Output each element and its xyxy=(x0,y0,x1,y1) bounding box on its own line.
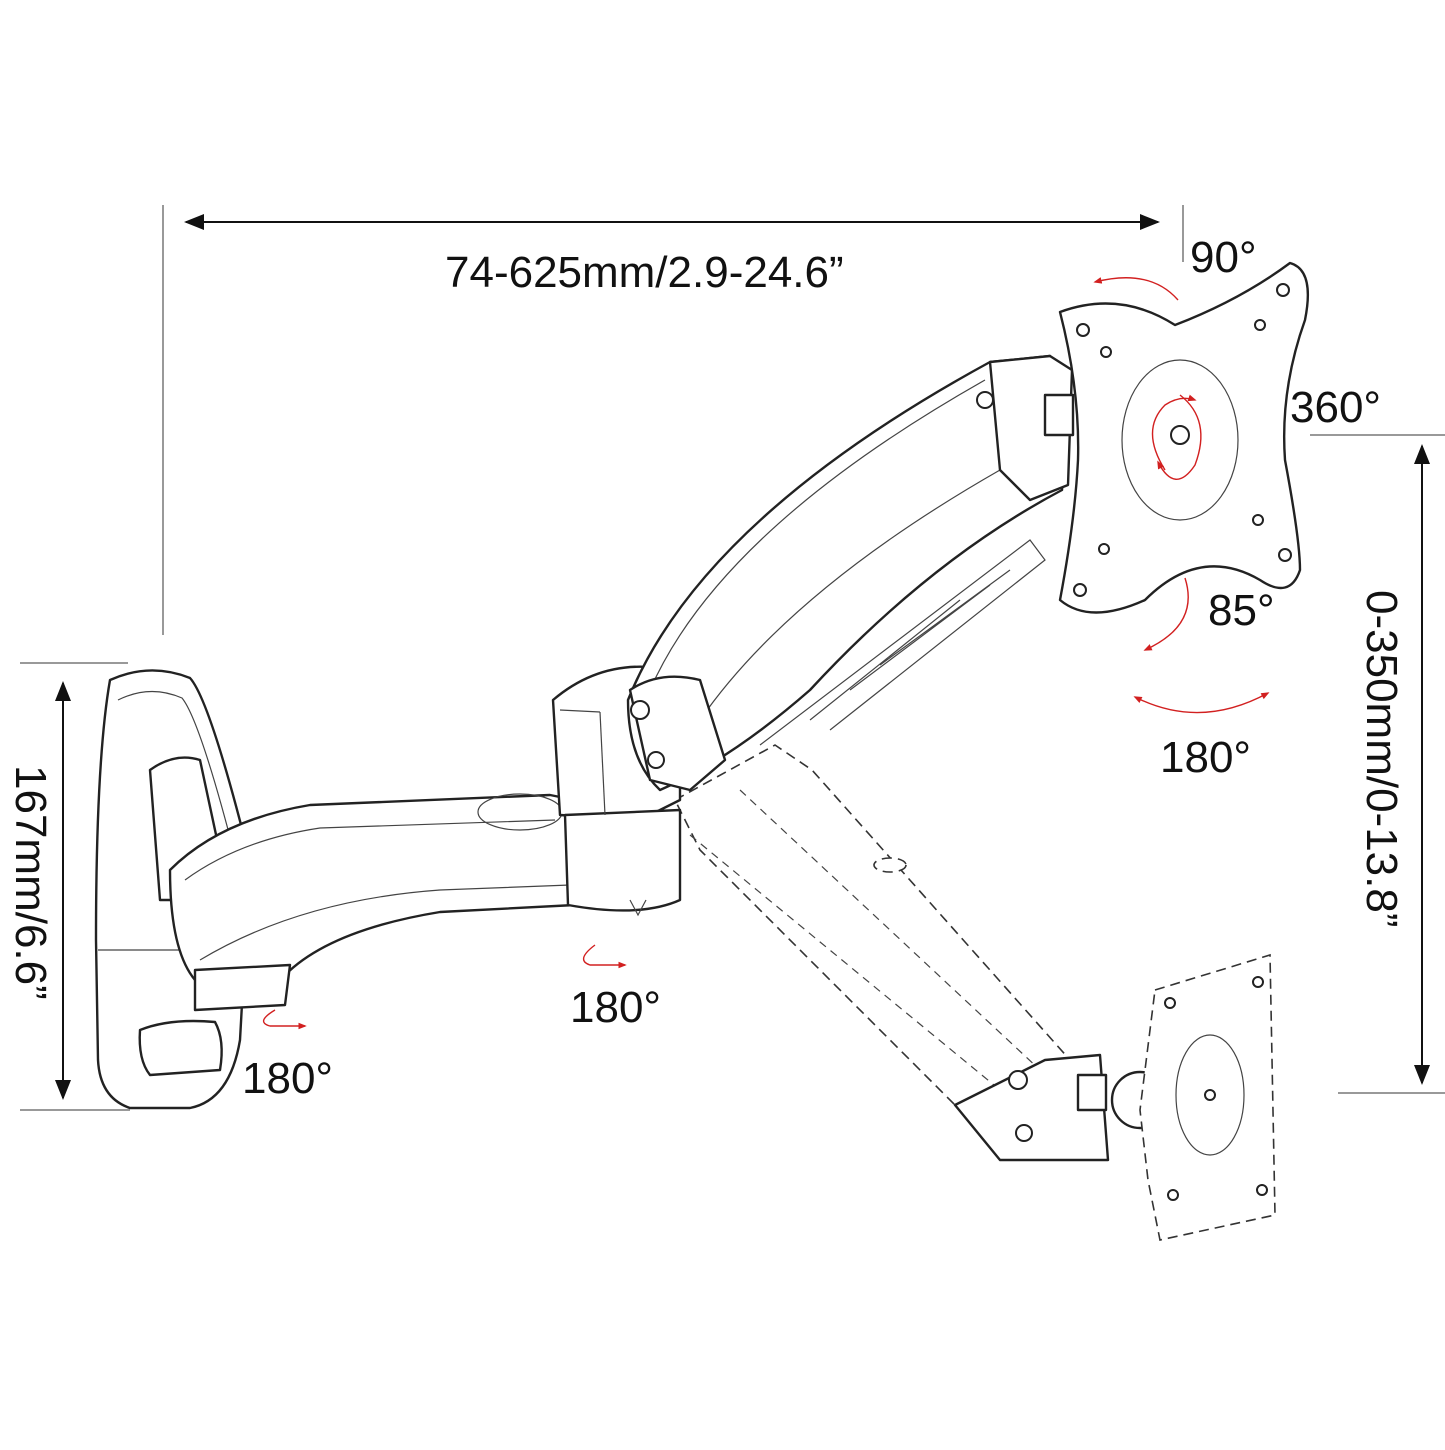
elbow-cap-edge xyxy=(559,709,601,713)
wall-plate-handle xyxy=(138,1019,223,1077)
tilt-down-label: 85° xyxy=(1208,586,1275,635)
upper-tilt-knob xyxy=(1043,393,1075,437)
height-adjust-label: 0-350mm/0-13.8” xyxy=(1357,590,1406,927)
upper-arm-spring xyxy=(759,539,1046,746)
vesa-rotation-disc xyxy=(1121,359,1239,521)
lower-joint-screw-2 xyxy=(1015,1124,1033,1142)
elbow-column xyxy=(563,808,682,912)
wall-arm-hinge xyxy=(193,963,292,1012)
rotation-indicators xyxy=(262,277,1270,1030)
lower-tilt-knob xyxy=(1076,1073,1108,1112)
lower-gas-arm xyxy=(673,744,1071,1111)
elbow-swivel-arrow xyxy=(582,944,627,969)
rotation-label: 360° xyxy=(1290,383,1381,432)
lower-arm-position xyxy=(673,744,1276,1241)
tilt-down-arrow xyxy=(1143,577,1189,651)
lower-joint-screw-1 xyxy=(1008,1070,1028,1090)
tilt-up-arrow xyxy=(1093,277,1179,301)
lower-vesa-hole-4 xyxy=(1256,1184,1268,1196)
vesa-hole-2 xyxy=(1100,346,1112,358)
wall-swivel-arrow xyxy=(262,1009,307,1030)
lower-arm-edge xyxy=(689,834,1001,1091)
vesa-hole-8 xyxy=(1278,548,1292,562)
upper-arm-edge-1 xyxy=(649,379,986,691)
height-adjust-dimension xyxy=(1310,434,1445,1094)
wall-arm xyxy=(168,793,577,1012)
reach-label: 74-625mm/2.9-24.6” xyxy=(445,248,844,297)
lower-vesa-hole-3 xyxy=(1167,1189,1179,1201)
upper-joint-screw xyxy=(976,391,994,409)
lower-arm-edge-2 xyxy=(739,789,1041,1071)
upper-arm-edge-2 xyxy=(699,469,1001,721)
lower-vesa-hole-1 xyxy=(1164,997,1176,1009)
lower-vesa-disc xyxy=(1175,1034,1245,1156)
upper-arm xyxy=(626,354,1075,792)
wall-arm-body xyxy=(168,793,577,982)
upper-arm-spring-ribs xyxy=(809,569,1011,721)
head-swivel-arrow xyxy=(1133,692,1270,714)
lower-vesa-center xyxy=(1204,1089,1216,1101)
vesa-hole-7 xyxy=(1252,514,1264,526)
wall-swivel-label: 180° xyxy=(242,1054,333,1103)
elbow-cap-edge-2 xyxy=(599,711,606,816)
wall-arm-edge-top xyxy=(184,819,556,881)
wall-arm-edge-bottom xyxy=(199,884,571,961)
vesa-hole-5 xyxy=(1098,543,1110,555)
upper-vesa-plate xyxy=(1058,261,1309,614)
pivot-screw-1 xyxy=(630,700,650,720)
wall-plate-rim xyxy=(117,690,237,861)
upper-tilt-joint xyxy=(988,354,1074,502)
upper-gas-arm xyxy=(626,354,1072,792)
wall-plate-dimension xyxy=(20,662,130,1111)
labels: 74-625mm/2.9-24.6” 90° 360° 85° 180° 180… xyxy=(6,233,1406,1103)
rotation-arrow-ccw xyxy=(1151,394,1197,471)
reach-dimension xyxy=(162,205,1184,635)
rotation-arrow-cw xyxy=(1157,394,1202,480)
lower-arm-slot xyxy=(873,857,907,873)
tilt-up-label: 90° xyxy=(1190,233,1257,282)
pivot-screw-2 xyxy=(647,751,665,769)
elbow-swivel-label: 180° xyxy=(570,983,661,1032)
vesa-hole-6 xyxy=(1073,583,1087,597)
lower-vesa-hole-2 xyxy=(1252,976,1264,988)
elbow-notch xyxy=(629,899,647,917)
vesa-hole-4 xyxy=(1254,319,1266,331)
wall-plate-height-label: 167mm/6.6” xyxy=(6,765,55,1000)
vesa-hole-3 xyxy=(1276,283,1290,297)
vesa-center-hole xyxy=(1170,425,1190,445)
vesa-hole-1 xyxy=(1076,323,1090,337)
head-swivel-label: 180° xyxy=(1160,733,1251,782)
